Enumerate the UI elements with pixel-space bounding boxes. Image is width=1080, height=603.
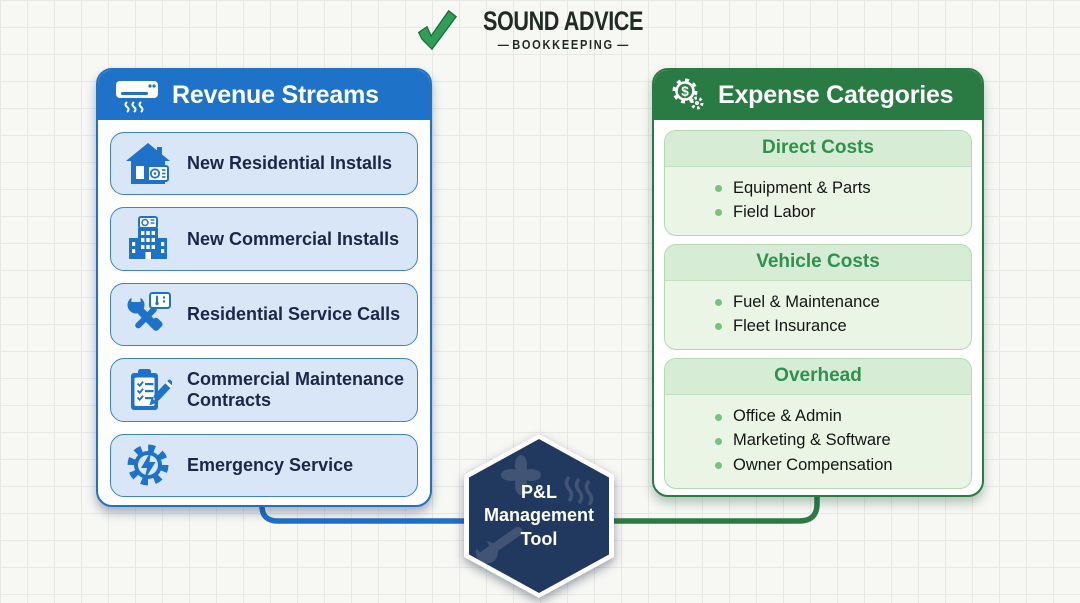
expense-section-title: Direct Costs: [665, 131, 971, 167]
revenue-list: New Residential Installs: [98, 120, 430, 505]
hexagon-label: P&L Management Tool: [484, 481, 594, 551]
clipboard-checklist-icon: [123, 366, 173, 414]
svg-text:$: $: [681, 84, 689, 99]
brand-text: SOUND ADVICE —BOOKKEEPING—: [463, 8, 663, 53]
revenue-item-label: Residential Service Calls: [187, 304, 401, 325]
hexagon-label-line3: Tool: [520, 528, 558, 549]
expense-section-vehicle-costs: Vehicle Costs Fuel & Maintenance Fleet I…: [664, 243, 972, 350]
building-ac-icon: [123, 215, 173, 263]
expenses-header: $ Expense Categories: [654, 70, 982, 120]
brand-logo: SOUND ADVICE —BOOKKEEPING—: [417, 8, 663, 53]
revenue-header: Revenue Streams: [98, 70, 430, 120]
revenue-item-emergency-service: Emergency Service: [110, 433, 418, 498]
expense-section-list: Equipment & Parts Field Labor: [665, 167, 971, 235]
expense-section-direct-costs: Direct Costs Equipment & Parts Field Lab…: [664, 130, 972, 236]
revenue-title: Revenue Streams: [172, 80, 379, 109]
revenue-item-service-calls: Residential Service Calls: [110, 282, 418, 347]
expense-item: Field Labor: [715, 203, 961, 223]
expense-item: Office & Admin: [715, 407, 961, 427]
expense-section-list: Fuel & Maintenance Fleet Insurance: [665, 281, 971, 349]
expenses-panel: $ Expense Categories Direct Costs Equipm…: [652, 68, 984, 497]
brand-subtitle: —BOOKKEEPING—: [478, 37, 648, 53]
tools-thermostat-icon: [123, 291, 173, 339]
expense-section-overhead: Overhead Office & Admin Marketing & Soft…: [664, 357, 972, 489]
gear-lightning-icon: [123, 441, 173, 489]
expense-item: Marketing & Software: [715, 431, 961, 451]
dash-left: —: [497, 37, 509, 52]
revenue-item-label: New Commercial Installs: [187, 228, 400, 249]
checkmark-icon: [417, 10, 457, 51]
expenses-title: Expense Categories: [718, 80, 954, 109]
revenue-item-label: New Residential Installs: [187, 153, 393, 174]
expenses-sections: Direct Costs Equipment & Parts Field Lab…: [654, 120, 982, 495]
gear-dollar-icon: $: [672, 78, 704, 110]
revenue-panel: Revenue Streams N: [96, 68, 432, 507]
hexagon-label-line1: P&L: [521, 481, 557, 502]
expense-item: Equipment & Parts: [715, 179, 961, 199]
expense-item: Fuel & Maintenance: [715, 293, 961, 313]
expense-section-list: Office & Admin Marketing & Software Owne…: [665, 395, 971, 488]
expense-item: Owner Compensation: [715, 456, 961, 476]
dash-right: —: [617, 37, 629, 52]
revenue-item-label: Commercial Maintenance Contracts: [187, 369, 405, 410]
revenue-item-label: Emergency Service: [187, 454, 354, 475]
hexagon-body: P&L Management Tool: [469, 439, 609, 593]
hvac-watermark-icons: [473, 455, 594, 564]
expenses-connector: [524, 490, 820, 524]
hexagon-label-line2: Management: [483, 505, 595, 526]
expense-section-title: Overhead: [665, 358, 971, 395]
revenue-item-commercial-installs: New Commercial Installs: [110, 207, 418, 271]
brand-subtitle-text: BOOKKEEPING: [512, 37, 614, 52]
brand-name: SOUND ADVICE: [482, 6, 644, 36]
air-conditioner-icon: [116, 81, 158, 113]
expense-section-title: Vehicle Costs: [665, 244, 971, 281]
pl-tool-hexagon: P&L Management Tool: [464, 434, 614, 598]
expense-item: Fleet Insurance: [715, 317, 961, 337]
house-ac-icon: [123, 140, 173, 188]
revenue-item-maintenance-contracts: Commercial Maintenance Contracts: [110, 358, 418, 422]
revenue-item-residential-installs: New Residential Installs: [110, 132, 418, 196]
